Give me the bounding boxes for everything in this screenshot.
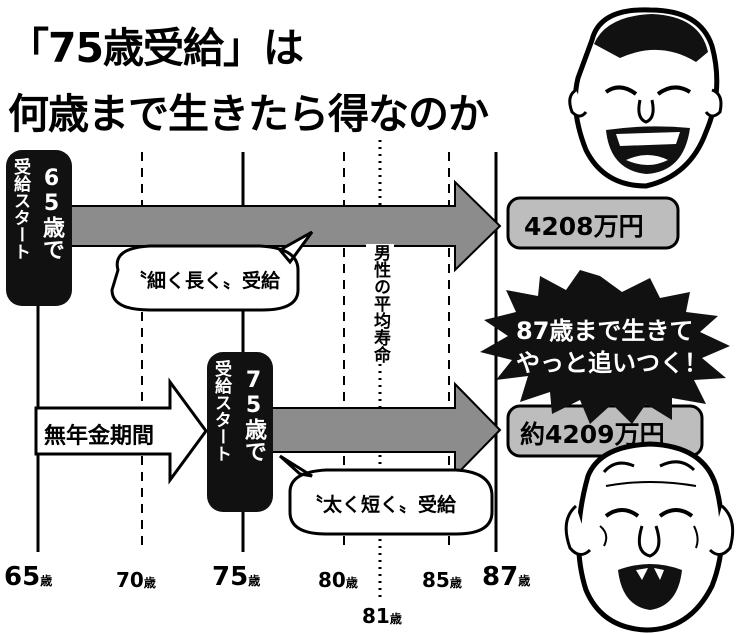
panel-65-start <box>6 150 72 306</box>
amount-box-65 <box>506 196 680 250</box>
axis-tick-75: 75歳 <box>212 562 260 592</box>
bubble-75 <box>278 454 494 536</box>
axis-tick-75-age: 75 <box>212 562 249 592</box>
axis-tick-87: 87歳 <box>482 562 530 592</box>
axis-tick-87-age: 87 <box>482 562 519 592</box>
start65-label-age: 65歳で <box>39 166 64 260</box>
axis-tick-80-age: 80 <box>318 568 346 592</box>
no-pension-arrow <box>34 377 208 485</box>
title-line-2: 何歳まで生きたら得なのか <box>8 90 489 138</box>
axis-tick-80-unit: 歳 <box>345 576 358 590</box>
bubble-75-text: 〝太く短く〟受給 <box>304 494 457 516</box>
no-pension-label: 無年金期間 <box>44 424 155 449</box>
burst-shape <box>480 270 730 424</box>
life-expectancy-label: 男性の平均寿命 <box>366 244 394 363</box>
axis-tick-85-age: 85 <box>422 568 450 592</box>
panel-75-start <box>207 352 273 512</box>
bubble-65 <box>110 230 314 312</box>
burst-line-1: 87歳まで生きて <box>516 317 694 345</box>
axis-tick-80: 80歳 <box>318 568 358 592</box>
axis-tick-85: 85歳 <box>422 568 462 592</box>
arrow-65-start <box>69 179 502 273</box>
axis-tick-85-unit: 歳 <box>449 576 462 590</box>
axis-tick-81-age: 81 <box>362 604 390 628</box>
bubble-65-text: 〝細く長く〟受給 <box>128 270 281 292</box>
arrow-75-start <box>269 381 502 479</box>
start75-label-age: 75歳で <box>241 368 266 462</box>
start65-label-top: 受給スタート <box>10 158 30 260</box>
axis-tick-81: 81歳 <box>362 604 402 628</box>
axis-tick-70-unit: 歳 <box>143 576 156 590</box>
axis-tick-65: 65歳 <box>4 562 52 592</box>
happy-face-icon <box>568 7 723 189</box>
crying-old-man-icon <box>564 441 735 633</box>
burst-line-2: やっと追いつく！ <box>516 349 708 377</box>
amount-75: 約4209万円 <box>520 420 665 449</box>
amount-65: 4208万円 <box>524 212 644 241</box>
axis-tick-70: 70歳 <box>116 568 156 592</box>
title-line-1: 「75歳受給」は <box>8 24 304 72</box>
axis-tick-70-age: 70 <box>116 568 144 592</box>
axis-tick-81-unit: 歳 <box>389 612 402 626</box>
start75-label-top: 受給スタート <box>211 360 231 462</box>
axis-tick-65-age: 65 <box>4 562 41 592</box>
axis-tick-75-unit: 歳 <box>248 574 261 588</box>
axis-tick-65-unit: 歳 <box>40 574 53 588</box>
axis-tick-87-unit: 歳 <box>518 574 531 588</box>
